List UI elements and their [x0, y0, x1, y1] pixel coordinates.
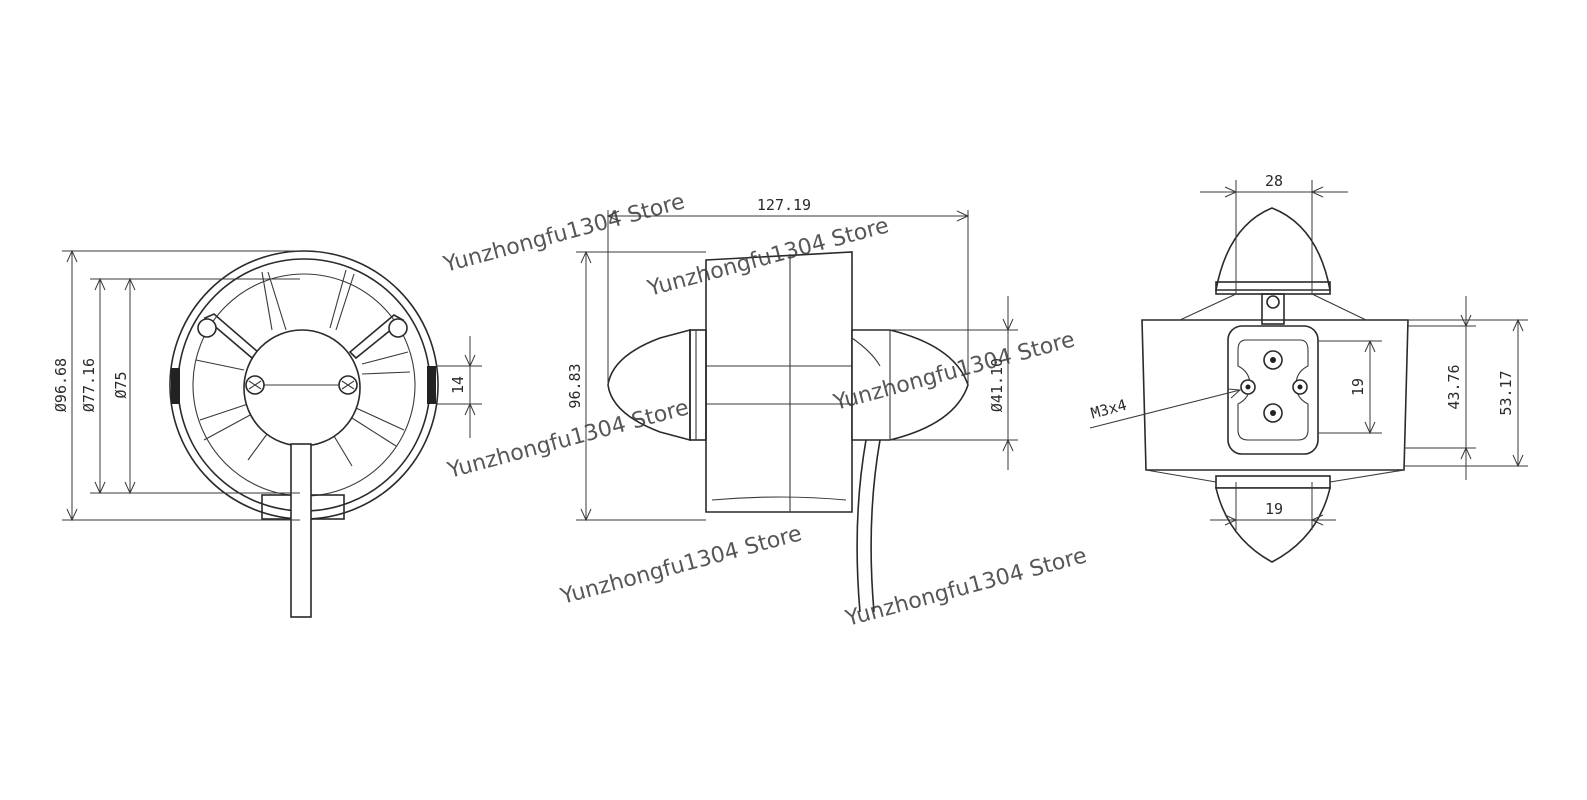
front-hub-dia-label: Ø75 — [112, 371, 130, 398]
impeller-blades — [195, 269, 411, 467]
side-view: 127.19 96.83 Ø41.10 — [566, 196, 1018, 613]
rear-view: 28 19 19 43.76 53.17 M3x4 — [1089, 172, 1528, 563]
side-length-label: 127.19 — [757, 196, 811, 214]
rear-mid-label: 43.76 — [1445, 364, 1463, 409]
front-slot-label: 14 — [449, 376, 467, 394]
watermark-6: Yunzhongfu1304 Store — [842, 543, 1089, 632]
side-height-label: 96.83 — [566, 363, 584, 408]
rear-screw-label: M3x4 — [1089, 396, 1129, 423]
front-dimensions — [62, 249, 482, 522]
rear-bottom-width-label: 19 — [1265, 500, 1283, 518]
side-dimensions — [576, 210, 1018, 522]
rear-dimensions — [1089, 180, 1528, 530]
rear-outer-label: 53.17 — [1497, 370, 1515, 415]
rear-inner-label: 19 — [1349, 378, 1367, 396]
front-view: Ø96.68 Ø77.16 Ø75 14 — [52, 249, 482, 618]
watermark-1: Yunzhongfu1304 Store — [440, 189, 687, 278]
watermark-5: Yunzhongfu1304 Store — [557, 521, 804, 610]
front-inner-dia-label: Ø77.16 — [80, 358, 98, 412]
watermark-2: Yunzhongfu1304 Store — [644, 213, 891, 302]
rear-top-width-label: 28 — [1265, 172, 1283, 190]
front-outer-dia-label: Ø96.68 — [52, 358, 70, 412]
side-hub-dia-label: Ø41.10 — [988, 358, 1006, 412]
